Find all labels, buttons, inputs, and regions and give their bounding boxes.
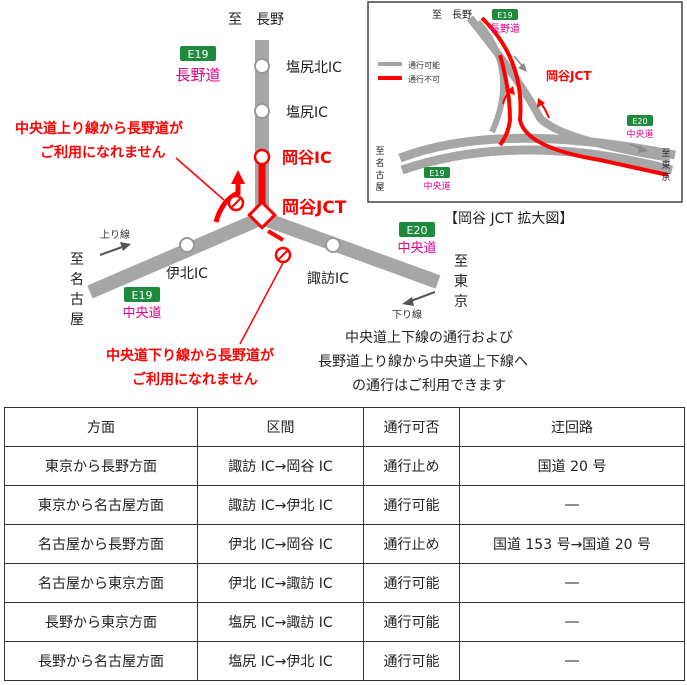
e19-badge-top-label: E19 xyxy=(188,48,209,61)
cell-detour: ― xyxy=(459,563,685,603)
inset-chuo-road-right: 中央道 xyxy=(626,128,653,140)
route-status-table: 方面 区間 通行可否 迂回路 東京から長野方面 諏訪 IC→岡谷 IC 通行止め… xyxy=(4,407,685,681)
cell-section: 伊北 IC→諏訪 IC xyxy=(197,563,364,603)
notice-ok-line2: 長野道上り線から中央道上下線へ xyxy=(318,354,528,370)
table-header-row: 方面 区間 通行可否 迂回路 xyxy=(4,407,685,447)
closed-ramp-up xyxy=(213,170,245,223)
cell-status: 通行止め xyxy=(363,524,460,564)
shiojiri-ic-marker xyxy=(254,103,270,119)
cell-direction: 東京から長野方面 xyxy=(4,446,198,486)
cell-section: 伊北 IC→岡谷 IC xyxy=(197,524,364,564)
cell-section: 諏訪 IC→伊北 IC xyxy=(197,485,364,525)
okaya-jct-marker xyxy=(247,200,277,230)
e19-badge-left-label: E19 xyxy=(132,289,153,302)
inset-to-nagano: 至 長野 xyxy=(432,9,472,21)
to-tokyo-vertical-label: 至東京 xyxy=(454,254,468,310)
cell-detour: ― xyxy=(459,602,685,642)
suwa-ic-label: 諏訪IC xyxy=(307,271,349,287)
closed-ramp-down xyxy=(266,229,292,264)
okaya-ic-marker xyxy=(253,148,271,166)
up-line-arrow xyxy=(99,242,131,256)
e20-badge xyxy=(399,222,435,237)
cell-direction: 東京から名古屋方面 xyxy=(4,485,198,525)
inset-chuo-road-left: 中央道 xyxy=(423,180,450,192)
cell-detour: ― xyxy=(459,485,685,525)
header-status: 通行可否 xyxy=(363,407,460,447)
up-line-label: 上り線 xyxy=(100,228,130,241)
cell-direction: 名古屋から長野方面 xyxy=(4,524,198,564)
to-nagano-label: 至 長野 xyxy=(228,12,284,28)
cell-direction: 長野から東京方面 xyxy=(4,602,198,642)
inset-e19-badge-top-label: E19 xyxy=(497,11,512,20)
nagano-road-label: 長野道 xyxy=(175,66,220,84)
inset-to-nagoya-vertical: 至名古屋 xyxy=(375,147,385,193)
inset-legend-open: 通行可能 xyxy=(408,60,440,70)
ihoku-ic-label: 伊北IC xyxy=(166,266,208,282)
table-row: 東京から名古屋方面 諏訪 IC→伊北 IC 通行可能 ― xyxy=(4,485,685,525)
inset-e19-badge-bottom-label: E19 xyxy=(429,169,444,178)
notice-down-line1: 中央道下り線から長野道が xyxy=(106,347,275,364)
down-line-arrow xyxy=(402,291,436,306)
cell-status: 通行可能 xyxy=(363,602,460,642)
notice-ok-line3: の通行はご利用できます xyxy=(352,378,506,394)
notice-down-line2: ご利用になれません xyxy=(132,371,258,388)
inset-nagano-road: 長野道 xyxy=(490,22,520,35)
table-row: 名古屋から東京方面 伊北 IC→諏訪 IC 通行可能 ― xyxy=(4,563,685,603)
cell-direction: 名古屋から東京方面 xyxy=(4,563,198,603)
jct-map: 至 長野 E19 長野道 塩尻北IC 塩尻IC 岡谷IC 岡谷JCT 中央道上り… xyxy=(15,1,683,394)
notice-down-pointer xyxy=(239,262,284,345)
header-direction: 方面 xyxy=(4,407,198,447)
e20-badge-label: E20 xyxy=(407,224,428,237)
cell-status: 通行可能 xyxy=(363,485,460,525)
cell-status: 通行可能 xyxy=(363,641,460,681)
okaya-jct-label: 岡谷JCT xyxy=(282,198,347,218)
e19-badge-top xyxy=(180,46,216,61)
cell-detour: 国道 153 号→国道 20 号 xyxy=(459,524,685,564)
table-row: 長野から東京方面 塩尻 IC→諏訪 IC 通行可能 ― xyxy=(4,602,685,642)
cell-section: 塩尻 IC→伊北 IC xyxy=(197,641,364,681)
cell-detour: ― xyxy=(459,641,685,681)
ihoku-ic-marker xyxy=(179,237,195,253)
inset-jct-label: 岡谷JCT xyxy=(546,68,592,83)
cell-status: 通行可能 xyxy=(363,563,460,603)
down-line-label: 下り線 xyxy=(392,308,422,321)
cell-status: 通行止め xyxy=(363,446,460,486)
inset-e19-badge-bottom xyxy=(424,167,450,178)
suwa-ic-marker xyxy=(325,237,341,253)
chuo-road-left-label: 中央道 xyxy=(122,306,161,321)
to-nagoya-vertical-label: 至名古屋 xyxy=(70,252,84,328)
notice-ok-line1: 中央道上下線の通行および xyxy=(345,330,513,346)
okaya-ic-label: 岡谷IC xyxy=(282,148,332,167)
e19-badge-left xyxy=(124,287,160,302)
inset-caption: 【岡谷 JCT 拡大図】 xyxy=(444,211,573,227)
cell-direction: 長野から名古屋方面 xyxy=(4,641,198,681)
header-section: 区間 xyxy=(197,407,364,447)
cell-section: 塩尻 IC→諏訪 IC xyxy=(197,602,364,642)
shiojiri-kita-ic-label: 塩尻北IC xyxy=(286,60,342,76)
cell-section: 諏訪 IC→岡谷 IC xyxy=(197,446,364,486)
table-row: 名古屋から長野方面 伊北 IC→岡谷 IC 通行止め 国道 153 号→国道 2… xyxy=(4,524,685,564)
header-detour: 迂回路 xyxy=(459,407,685,447)
notice-up-line1: 中央道上り線から長野道が xyxy=(15,120,184,137)
notice-up-line2: ご利用になれません xyxy=(40,144,166,161)
shiojiri-kita-ic-marker xyxy=(254,58,270,74)
notice-up-pointer xyxy=(175,157,225,201)
inset-to-tokyo-vertical: 至東京 xyxy=(661,149,671,183)
table-row: 長野から名古屋方面 塩尻 IC→伊北 IC 通行可能 ― xyxy=(4,641,685,681)
jct-inset xyxy=(367,1,683,203)
inset-e19-badge-top xyxy=(492,9,518,20)
shiojiri-ic-label: 塩尻IC xyxy=(286,105,328,121)
cell-detour: 国道 20 号 xyxy=(459,446,685,486)
inset-legend-closed: 通行不可 xyxy=(408,74,440,84)
chuo-road-right-label: 中央道 xyxy=(397,241,436,256)
inset-e20-badge-label: E20 xyxy=(632,117,647,126)
table-row: 東京から長野方面 諏訪 IC→岡谷 IC 通行止め 国道 20 号 xyxy=(4,446,685,486)
inset-e20-badge xyxy=(627,115,653,126)
